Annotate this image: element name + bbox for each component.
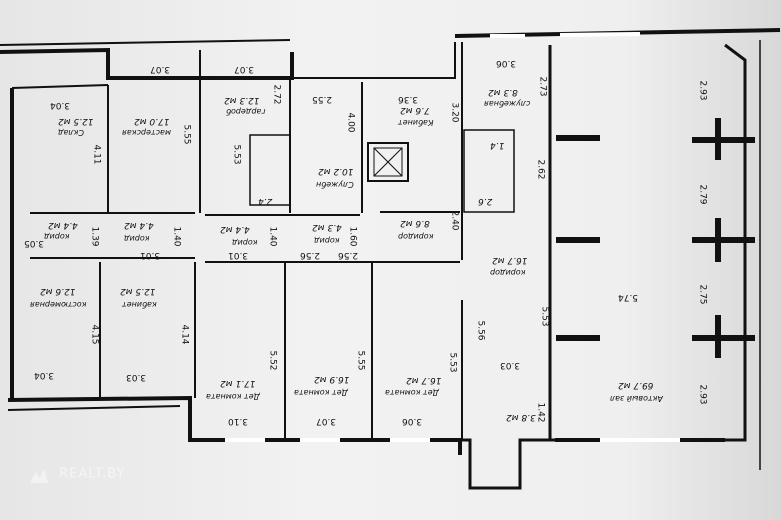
dimension-label: 4.11: [91, 144, 102, 165]
dimension-label: 3.03: [126, 372, 147, 382]
dimension-label: 3.36: [398, 94, 419, 104]
room-area-korid-4: 4.3 м2: [312, 222, 342, 232]
room-name-masterskaya: мастерская: [122, 128, 171, 137]
dimension-label: 2.56: [338, 250, 359, 260]
room-name-korid-4: корид: [314, 236, 340, 245]
dimension-label: 2.93: [697, 384, 708, 405]
room-area-sluzhebn: 10.2 м2: [318, 166, 354, 176]
dimension-label: 5.53: [447, 352, 458, 373]
room-area-garderob: 12.3 м2: [224, 95, 260, 105]
dimension-label: 5.53: [539, 306, 550, 327]
dimension-label: 5.56: [475, 320, 486, 341]
room-area-sklad: 12.5 м2: [58, 116, 94, 126]
room-name-aktovyi: Актовый зал: [610, 394, 663, 403]
room-name-korid-2: корид: [124, 234, 150, 243]
room-name-det-1: Дет комната: [206, 392, 260, 401]
room-area-korid-1: 4.4 м2: [48, 220, 78, 230]
dimension-label: 2.56: [300, 250, 321, 260]
room-name-koridor-2: коридор: [490, 268, 526, 277]
room-name-sklad: Склад: [58, 128, 84, 137]
room-area-det-1: 17.1 м2: [220, 378, 256, 388]
room-name-det-3: Дет комната: [385, 388, 439, 397]
room-name-sluzhebn: Служебн: [316, 180, 354, 189]
dimension-label: 2.73: [537, 76, 548, 97]
room-area-det-3: 16.7 м2: [406, 375, 442, 385]
room-area-aktovyi: 69.7 м2: [618, 380, 654, 390]
dimension-label: 2.72: [271, 84, 282, 105]
room-name-det-2: Дет комната: [294, 388, 348, 397]
room-area-koridor-1: 8.6 м2: [400, 218, 430, 228]
dimension-label: 3.04: [34, 370, 55, 380]
room-name-garderob: гардероб: [226, 107, 266, 116]
dimension-label: 4.14: [179, 324, 190, 345]
room-area-wc-1: 2.4: [258, 196, 273, 206]
dimension-label: 2.75: [697, 284, 708, 305]
room-area-kostyumernaya: 12.6 м2: [40, 286, 76, 296]
dimension-label: 3.20: [449, 102, 460, 123]
dimension-label: 5.55: [355, 350, 366, 371]
dimension-label: 1.39: [89, 226, 100, 247]
room-name-kabinet-top: Кабинет: [398, 118, 434, 127]
dimension-label: 2.55: [312, 94, 333, 104]
dimension-label: 3.06: [402, 416, 423, 426]
dimension-label: 3.07: [150, 64, 171, 74]
dimension-label: 1.60: [347, 226, 358, 247]
room-name-korid-1: корид: [44, 232, 70, 241]
dimension-label: 3.07: [234, 64, 255, 74]
dimension-label: 2.40: [449, 210, 460, 231]
room-name-kostyumernaya: костюмерная: [30, 300, 87, 309]
house-logo-icon: [30, 468, 48, 483]
room-area-masterskaya: 17.0 м2: [134, 116, 170, 126]
watermark: REALT.BY: [30, 465, 125, 483]
dimension-label: 2.62: [535, 159, 546, 180]
room-area-kabinet-mid: 12.5 м2: [120, 286, 156, 296]
room-area-det-2: 16.9 м2: [314, 374, 350, 384]
dimension-label: 5.52: [267, 350, 278, 371]
dimension-label: 2.93: [697, 80, 708, 101]
dimension-label: 3.03: [500, 360, 521, 370]
room-area-korid-3: 4.4 м2: [220, 224, 250, 234]
room-name-sluzhebnaya: служебная: [484, 99, 531, 108]
room-name-koridor-1: коридор: [398, 232, 434, 241]
room-area-sluzhebnaya: 8.3 м2: [488, 87, 518, 97]
room-area-wc-2: 1.4: [490, 140, 505, 150]
room-area-wc-3: 2.6: [478, 196, 493, 206]
room-area-koridor-2: 16.7 м2: [492, 255, 528, 265]
watermark-text: REALT.BY: [59, 466, 126, 482]
dimension-label: 3.01: [140, 250, 161, 260]
dimension-label: 5.74: [618, 292, 639, 302]
dimension-label: 5.53: [231, 144, 242, 165]
dimension-label: 4.15: [89, 324, 100, 345]
dimension-label: 3.04: [50, 100, 71, 110]
dimension-label: 1.40: [267, 226, 278, 247]
dimension-label: 3.05: [24, 238, 45, 248]
room-area-korid-2: 4.4 м2: [124, 220, 154, 230]
dimension-label: 3.01: [228, 250, 249, 260]
dimension-label: 4.00: [345, 112, 356, 133]
room-area-vestibule: 3.8 м2: [506, 412, 536, 422]
room-area-kabinet-top: 7.6 м2: [400, 105, 430, 115]
dimension-label: 5.55: [181, 124, 192, 145]
room-name-kabinet-mid: кабинет: [122, 300, 157, 309]
dimension-label: 2.79: [697, 184, 708, 205]
dimension-label: 1.40: [171, 226, 182, 247]
dimension-label: 3.10: [228, 416, 249, 426]
dimension-label: 3.06: [496, 58, 517, 68]
dimension-label: 3.07: [316, 416, 337, 426]
room-name-korid-3: корид: [232, 238, 258, 247]
dimension-label: 1.42: [535, 402, 546, 423]
